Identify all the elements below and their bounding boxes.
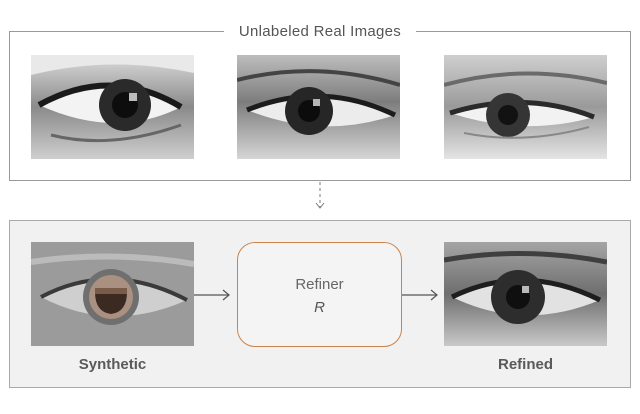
real-eye-image-1 [31, 55, 194, 159]
refiner-box: Refiner R [237, 242, 402, 347]
refiner-label: Refiner [295, 276, 344, 293]
refiner-symbol: R [314, 299, 325, 316]
synthetic-caption: Synthetic [78, 356, 147, 373]
real-eye-image-3 [444, 55, 607, 159]
dashed-arrow-real-to-refiner [315, 182, 325, 209]
synthetic-eye-image [31, 242, 194, 346]
refined-caption: Refined [497, 356, 553, 373]
real-eye-image-2 [237, 55, 400, 159]
real-images-title: Unlabeled Real Images [224, 22, 416, 42]
refined-eye-image [444, 242, 607, 346]
